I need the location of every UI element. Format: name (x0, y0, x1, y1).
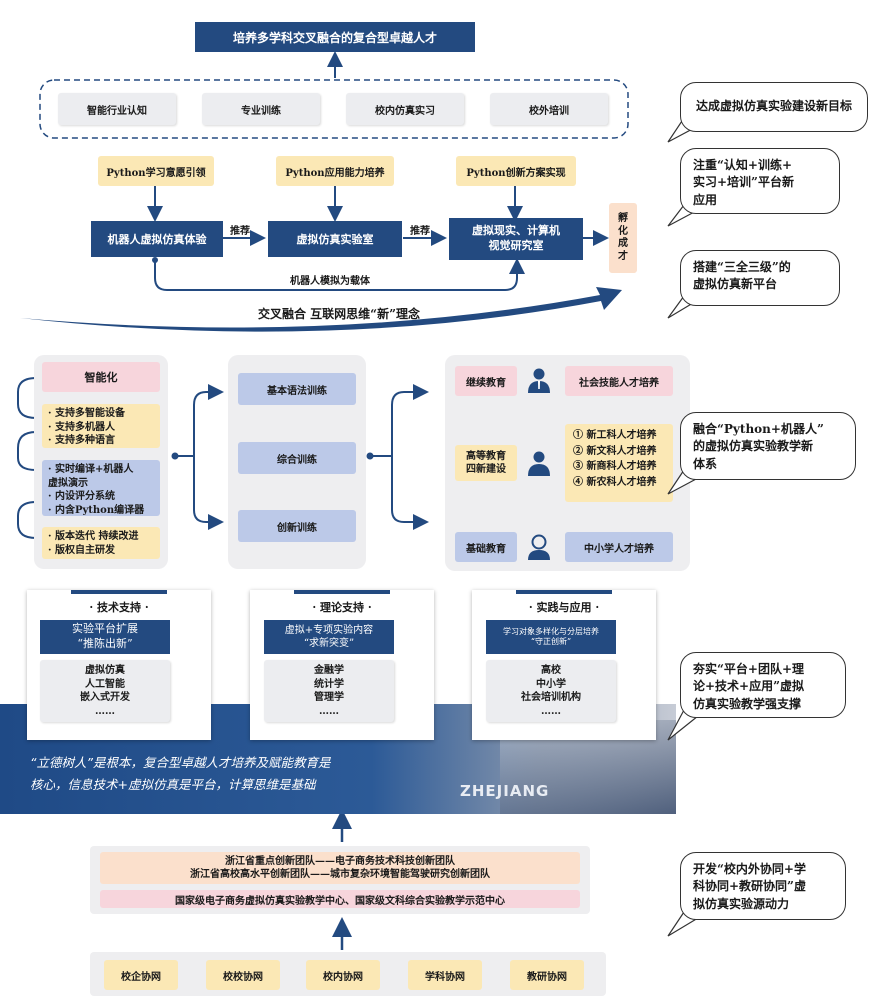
training-box: 创新训练 (238, 510, 356, 542)
dashed-item: 智能行业认知 (58, 93, 176, 125)
card-title: · 实践与应用 · (528, 601, 600, 614)
top-goal-box: 培养多学科交叉融合的复合型卓越人才 (195, 22, 475, 52)
network-box: 校校协网 (206, 960, 280, 990)
incubate-box: 孵 化 成 才 (609, 203, 637, 273)
callout: 达成虚拟仿真实验建设新目标 (680, 82, 868, 132)
card-title: · 理论支持 · (312, 601, 372, 614)
card-body: 高校 中小学 社会培训机构 …… (486, 660, 616, 722)
python-label: Python学习意愿引领 (98, 156, 214, 186)
education-label: 基础教育 (455, 532, 517, 562)
network-box: 学科协网 (408, 960, 482, 990)
card-sub: 学习对象多样化与分层培养 “守正创新” (486, 620, 616, 654)
callout: 搭建“三全三级”的 虚拟仿真新平台 (680, 250, 840, 306)
talent-box: ① 新工科人才培养 ② 新文科人才培养 ③ 新商科人才培养 ④ 新农科人才培养 (565, 424, 673, 502)
person-icon (528, 368, 550, 393)
callout: 开发“校内外协同+学 科协同+教研协同”虚 拟仿真实验源动力 (680, 852, 846, 920)
callout: 注重“认知+训练+ 实习+培训”平台新 应用 (680, 148, 840, 214)
dashed-item: 校内仿真实习 (346, 93, 464, 125)
card-body: 金融学 统计学 管理学 …… (264, 660, 394, 722)
training-box: 基本语法训练 (238, 373, 356, 405)
lab-box: 虚拟现实、计算机 视觉研究室 (449, 218, 583, 260)
support-box: · 支持多智能设备 · 支持多机器人 · 支持多种语言 (42, 404, 160, 448)
talent-box: 社会技能人才培养 (565, 366, 673, 396)
version-box: · 版本迭代 持续改进 · 版权自主研发 (42, 527, 160, 559)
training-box: 综合训练 (238, 442, 356, 474)
concept-label: 交叉融合 互联网思维“新”理念 (258, 307, 420, 321)
network-box: 教研协网 (510, 960, 584, 990)
recommend-label: 推荐 (230, 226, 250, 237)
banner-text: “立德树人”是根本，复合型卓越人才培养及赋能教育是 核心，信息技术+虚拟仿真是平… (30, 755, 331, 792)
child-icon (528, 534, 550, 560)
education-label: 高等教育 四新建设 (455, 445, 517, 481)
compile-box: · 实时编译+机器人 虚拟演示 · 内设评分系统 · 内含Python编译器 (42, 460, 160, 516)
dashed-item: 专业训练 (202, 93, 320, 125)
lab-box: 虚拟仿真实验室 (268, 221, 402, 257)
recommend-label: 推荐 (410, 226, 430, 237)
card-sub: 实验平台扩展 “推陈出新” (40, 620, 170, 654)
callout: 夯实“平台+团队+理 论+技术+应用”虚拟 仿真实验教学强支撑 (680, 652, 846, 718)
teams-box: 浙江省重点创新团队——电子商务技术科技创新团队 浙江省高校高水平创新团队——城市… (100, 852, 580, 884)
callout: 融合“Python+机器人” 的虚拟仿真实验教学新 体系 (680, 412, 856, 480)
card-body: 虚拟仿真 人工智能 嵌入式开发 …… (40, 660, 170, 722)
card-sub: 虚拟+专项实验内容 “求新突变” (264, 620, 394, 654)
building-text: ZHEJIANG (460, 782, 550, 800)
network-box: 校内协网 (306, 960, 380, 990)
person-icon (528, 451, 550, 476)
lab-box: 机器人虚拟仿真体验 (91, 221, 223, 257)
python-label: Python创新方案实现 (456, 156, 576, 186)
dashed-item: 校外培训 (490, 93, 608, 125)
card-title: · 技术支持 · (89, 601, 149, 614)
talent-box: 中小学人才培养 (565, 532, 673, 562)
python-label: Python应用能力培养 (276, 156, 394, 186)
intelligent-box: 智能化 (42, 362, 160, 392)
carrier-label: 机器人模拟为载体 (290, 276, 370, 287)
network-box: 校企协网 (104, 960, 178, 990)
education-label: 继续教育 (455, 366, 517, 396)
centers-box: 国家级电子商务虚拟仿真实验教学中心、国家级文科综合实验教学示范中心 (100, 890, 580, 908)
